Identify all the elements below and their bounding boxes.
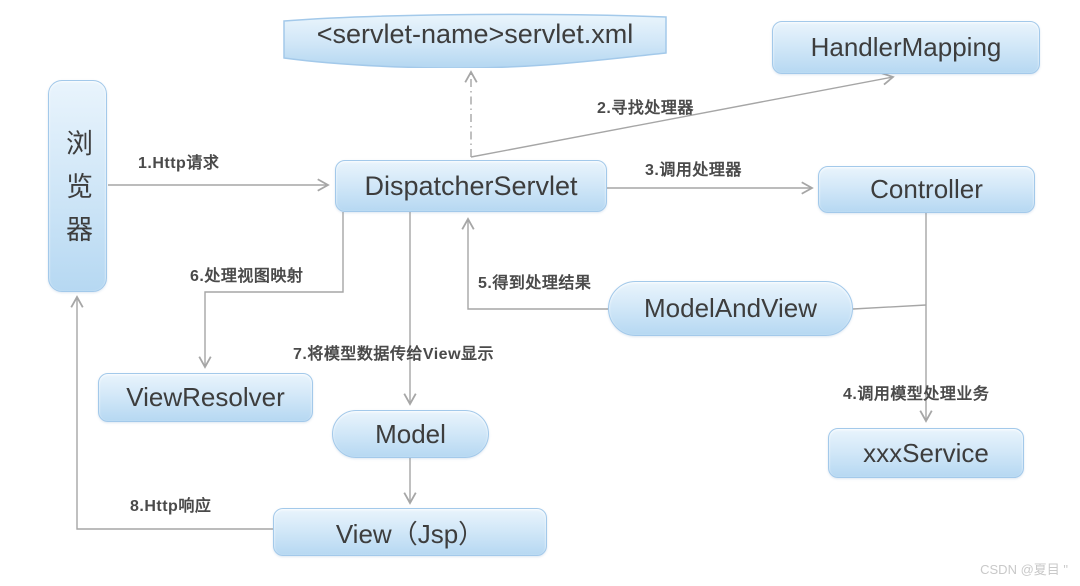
edge-label-step8: 8.Http响应 [130, 498, 212, 515]
node-servlet-xml-label: <servlet-name>servlet.xml [316, 18, 634, 49]
node-browser: 浏览器 [48, 80, 107, 292]
node-handler-mapping: HandlerMapping [772, 21, 1040, 74]
edge-label-step1: 1.Http请求 [138, 155, 220, 172]
node-controller: Controller [818, 166, 1035, 213]
edge-label-step6: 6.处理视图映射 [190, 268, 304, 285]
node-view-jsp-label: View（Jsp） [335, 518, 485, 549]
edge-label-step2: 2.寻找处理器 [597, 100, 694, 117]
watermark: CSDN @夏目 " [980, 562, 1068, 577]
node-xxx-service-label: xxxService [863, 437, 989, 468]
edge-label-step3: 3.调用处理器 [645, 162, 742, 179]
node-controller-label: Controller [870, 174, 983, 204]
node-servlet-xml: <servlet-name>servlet.xml [281, 8, 669, 68]
node-browser-label: 浏览器 [62, 128, 92, 258]
node-dispatcher-servlet-label: DispatcherServlet [364, 170, 578, 201]
node-model-and-view: ModelAndView [608, 281, 853, 336]
connector-step6 [198, 212, 344, 369]
node-dispatcher-servlet: DispatcherServlet [335, 160, 607, 212]
connector-step2 [470, 72, 895, 158]
edge-label-step7: 7.将模型数据传给View显示 [293, 346, 495, 363]
node-xxx-service: xxxService [828, 428, 1024, 478]
wave-shape-icon [283, 13, 667, 68]
node-view-jsp: View（Jsp） [273, 508, 547, 556]
edge-label-step5: 5.得到处理结果 [478, 275, 592, 292]
node-handler-mapping-label: HandlerMapping [810, 32, 1002, 62]
node-model-label: Model [375, 418, 446, 449]
connector-modelandview-branch [852, 304, 927, 310]
node-view-resolver: ViewResolver [98, 373, 313, 422]
node-model-and-view-label: ModelAndView [644, 293, 817, 323]
connector-step5 [461, 217, 608, 310]
connector-step8 [70, 295, 273, 530]
node-model: Model [332, 410, 489, 458]
node-view-resolver-label: ViewResolver [126, 382, 285, 412]
edge-label-step4: 4.调用模型处理业务 [843, 386, 990, 403]
